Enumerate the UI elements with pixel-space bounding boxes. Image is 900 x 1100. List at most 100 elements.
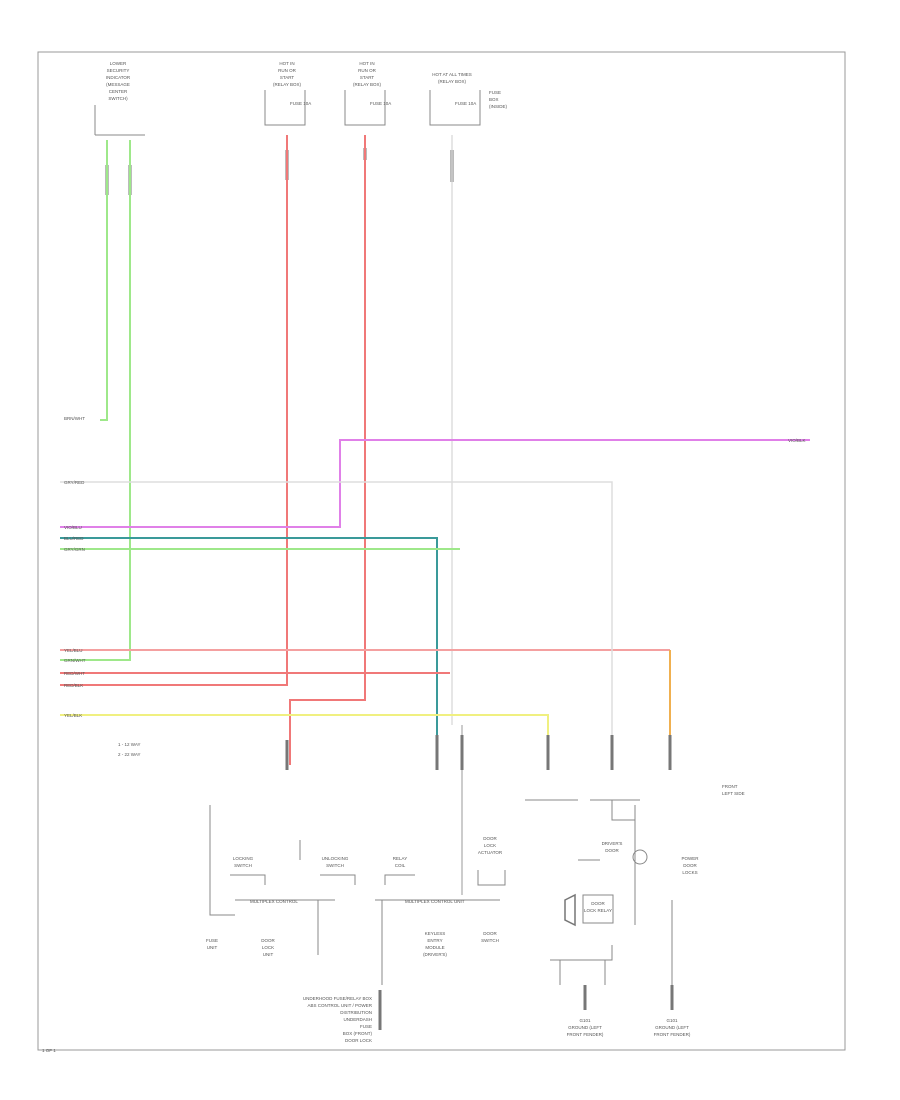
top-label-line: SECURITY — [107, 68, 130, 73]
connector-label: VIO/BLU — [64, 525, 82, 530]
module-label: MULTIPLEX CONTROL — [250, 899, 298, 904]
top-label-line: (RELAY BOX) — [273, 82, 302, 87]
stack-label: UNDERDASH — [343, 1017, 372, 1022]
diagram-frame — [37, 51, 846, 1051]
component-label: DOOR — [483, 836, 497, 841]
top-label-line: RUN OR — [278, 68, 296, 73]
ground-label: GROUND (LEFT — [568, 1025, 602, 1030]
legend: 1 - 12 WAY 2 - 22 WAY — [118, 742, 141, 757]
connector-label: GRN/WHT — [64, 658, 86, 663]
connector-label: RED/BLK — [64, 683, 83, 688]
ground-label: FRONT FENDER) — [654, 1032, 691, 1037]
top-label-line: SWITCH) — [108, 96, 128, 101]
sublabel: UNIT — [207, 945, 218, 950]
connector-label: GRY/RED — [64, 480, 85, 485]
wires — [60, 135, 810, 895]
sublabel: ENTRY — [427, 938, 442, 943]
fuse-label: FUSE 10A — [455, 101, 476, 106]
component-label: LOCKING — [233, 856, 254, 861]
indicator-lamp-icon — [632, 849, 648, 865]
bottom-component-labels: LOCKING SWITCH UNLOCKING SWITCH RELAY CO… — [233, 836, 699, 913]
legend-item: 2 - 22 WAY — [118, 752, 141, 757]
stack-label: BOX (FRONT) — [343, 1031, 373, 1036]
component-label: SWITCH — [326, 863, 344, 868]
fuse-label: FUSE 10A — [290, 101, 311, 106]
top-label-line: START — [280, 75, 295, 80]
bracket-fuse-2 — [344, 90, 386, 126]
component-label: DOOR — [605, 848, 619, 853]
top-label-line: RUN OR — [358, 68, 376, 73]
circuit-line — [611, 800, 635, 821]
top-label-line: HOT IN — [359, 61, 374, 66]
fuse-labels: FUSE 10A FUSE 10A FUSE 10A — [290, 101, 476, 106]
bracket-fuse-3 — [429, 90, 481, 126]
component-label: SWITCH — [234, 863, 252, 868]
top-label-line: START — [360, 75, 375, 80]
stack-label: UNDERHOOD FUSE/RELAY BOX — [303, 996, 372, 1001]
circuit-line — [209, 805, 235, 916]
circuit-line — [384, 874, 415, 885]
fuse-note-line: BOX — [489, 97, 499, 102]
component-label: ACTUATOR — [478, 850, 503, 855]
sublabel: MODULE — [425, 945, 444, 950]
component-label: UNLOCKING — [322, 856, 349, 861]
wire-red-1 — [60, 135, 288, 686]
connector-label: BRN/WHT — [64, 416, 85, 421]
component-label: LOCKS — [682, 870, 697, 875]
connector-label: GRY/GRN — [64, 547, 85, 552]
fuse-note-line: (INSIDE) — [489, 104, 508, 109]
component-label: DOOR — [591, 901, 605, 906]
module-label: MULTIPLEX CONTROL UNIT — [405, 899, 465, 904]
top-label-line: INDICATOR — [106, 75, 131, 80]
top-component-security-indicator: LOWER SECURITY INDICATOR (MESSAGE CENTER… — [106, 61, 131, 101]
right-note: FRONT LEFT SIDE — [722, 784, 745, 796]
top-brackets — [94, 90, 481, 136]
wire-yellow — [60, 714, 549, 765]
connector-label: BLU/RED — [64, 536, 84, 541]
circuit-line — [230, 874, 266, 885]
fuse-label: FUSE 10A — [370, 101, 391, 106]
top-label-line: CENTER — [109, 89, 128, 94]
ground-label: FRONT FENDER) — [567, 1032, 604, 1037]
component-label: LOCK RELAY — [584, 908, 612, 913]
top-label-line: HOT IN — [279, 61, 294, 66]
wire-teal — [60, 537, 438, 765]
stack-label: DISTRIBUTION — [340, 1010, 372, 1015]
wire-gray-2 — [60, 481, 613, 765]
sublabel: UNIT — [263, 952, 274, 957]
circuit-line — [477, 870, 506, 886]
sublabel: KEYLESS — [425, 931, 446, 936]
note-line: LEFT SIDE — [722, 791, 745, 796]
stack-label: FUSE — [360, 1024, 372, 1029]
bottom-circuit — [209, 799, 673, 985]
stack-label: ABS CONTROL UNIT / POWER — [307, 1003, 372, 1008]
top-component-hot-all-times: HOT AT ALL TIMES (RELAY BOX) — [432, 72, 472, 84]
component-label: LOCK — [484, 843, 496, 848]
note-line: FRONT — [722, 784, 738, 789]
sublabel: (DRIVER'S) — [423, 952, 447, 957]
right-connector-label: VIO/BLK — [788, 438, 806, 443]
sublabel: SWITCH — [481, 938, 499, 943]
wire-magenta — [60, 439, 810, 528]
sublabel: DOOR — [261, 938, 275, 943]
top-label-line: HOT AT ALL TIMES — [432, 72, 472, 77]
connector-label: RED/WHT — [64, 671, 85, 676]
stack-label: DOOR LOCK — [345, 1038, 372, 1043]
bracket-fuse-1 — [264, 90, 306, 126]
component-label: RELAY — [393, 856, 407, 861]
wire-green-2 — [60, 140, 131, 661]
legend-item: 1 - 12 WAY — [118, 742, 141, 747]
top-label-line: (RELAY BOX) — [438, 79, 467, 84]
circuit-line — [550, 945, 613, 961]
top-component-hot-run-2: HOT IN RUN OR START (RELAY BOX) — [353, 61, 382, 87]
top-component-hot-run-1: HOT IN RUN OR START (RELAY BOX) — [273, 61, 302, 87]
speaker-icon — [564, 893, 576, 927]
component-label: POWER — [681, 856, 699, 861]
fuse-note: FUSE BOX (INSIDE) — [489, 90, 508, 109]
top-connector-stubs — [105, 148, 454, 195]
ground-label: G101 — [579, 1018, 591, 1023]
sublabel: FUSE — [206, 938, 218, 943]
connector-label: YEL/BLU — [64, 648, 83, 653]
top-label-line: LOWER — [110, 61, 127, 66]
